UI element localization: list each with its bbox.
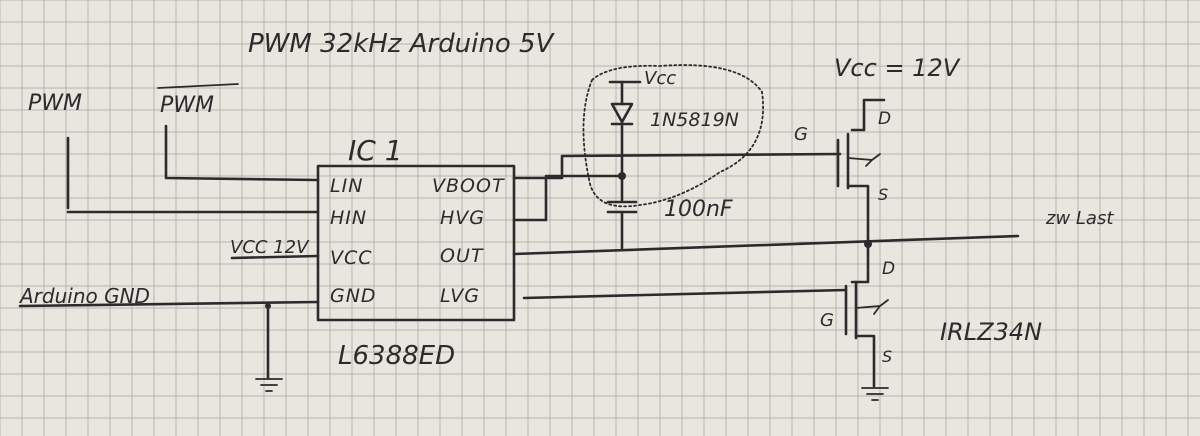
hs-drain-wire (850, 98, 886, 132)
vboot-wire (512, 174, 624, 222)
hvg-gate-wire (512, 152, 842, 180)
pin-lin: LIN (330, 175, 363, 197)
ls-body-diode (855, 299, 889, 315)
pin-gnd: GND (330, 285, 377, 307)
lin-wire (164, 124, 320, 182)
diode-icon (610, 102, 634, 126)
gnd-wire (18, 300, 320, 308)
capacitor-label: 100nF (664, 197, 733, 222)
hs-source-wire (846, 184, 870, 246)
ls-gate-label: G (820, 310, 834, 331)
hs-source-label: S (878, 185, 888, 204)
pin-hvg: HVG (440, 207, 485, 229)
ls-source-label: S (882, 347, 892, 366)
ls-drain-label: D (882, 259, 895, 279)
pin-vcc: VCC (330, 247, 373, 269)
vcc-ic-wire (230, 254, 320, 260)
bootstrap-vcc-label: Vcc (644, 68, 676, 89)
pwm-label: PWM (28, 91, 82, 116)
bootstrap-highlight (582, 64, 764, 208)
pin-lvg: LVG (440, 285, 480, 307)
lvg-gate-wire (522, 288, 848, 300)
ls-ground-icon (861, 387, 889, 401)
ic-body (316, 164, 516, 322)
ic-ref: IC 1 (348, 134, 403, 167)
pin-hin: HIN (330, 207, 367, 229)
pin-vboot: VBOOT (432, 175, 505, 197)
schematic-title: PWM 32kHz Arduino 5V (248, 29, 556, 59)
hs-drain-label: D (878, 109, 891, 129)
hs-body-diode (847, 153, 881, 167)
ls-drain-wire (850, 242, 870, 284)
capacitor-icon (606, 200, 638, 214)
ic-part: L6388ED (338, 341, 455, 371)
ls-source-wire (854, 334, 876, 388)
diode-label: 1N5819N (650, 109, 739, 131)
out-load-wire (512, 234, 1020, 256)
vboot-junction (618, 172, 626, 180)
mosfet-part-label: IRLZ34N (940, 318, 1042, 346)
hs-gate-label: G (794, 124, 808, 145)
pin-out: OUT (440, 245, 484, 267)
inversion-bar (157, 83, 239, 89)
junction-dot (265, 303, 271, 309)
vcc-12v-ic-label: VCC 12V (230, 237, 310, 258)
pwm-inverted-label: PWM (160, 93, 214, 118)
load-label: zw Last (1045, 208, 1114, 229)
ground-icon (255, 378, 283, 392)
supply-label: Vcc = 12V (834, 54, 961, 82)
